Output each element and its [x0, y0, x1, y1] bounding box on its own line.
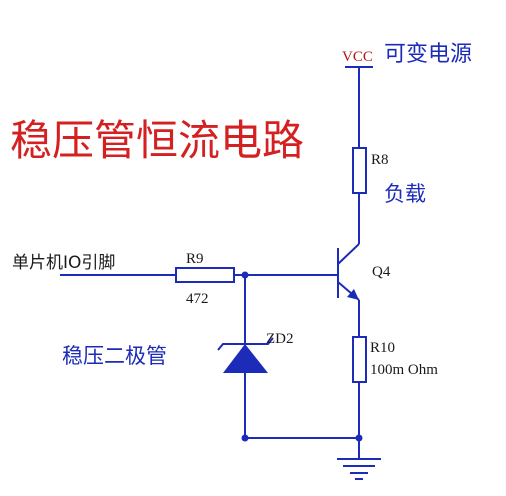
vcc-symbol: [345, 66, 373, 148]
r8-desc: 负载: [384, 182, 426, 206]
zd2-zener-diode: [217, 337, 274, 373]
junction-bottom-right: [355, 434, 363, 442]
r10-ref: R10: [370, 340, 395, 356]
r8-ref: R8: [371, 152, 389, 168]
zd2-desc: 稳压二极管: [62, 344, 167, 368]
r10-value: 100m Ohm: [370, 362, 438, 378]
r9-ref: R9: [186, 251, 204, 267]
q4-transistor: [337, 243, 360, 301]
r10-resistor: [352, 336, 367, 383]
r9-value: 472: [186, 291, 209, 307]
zd2-ref: ZD2: [266, 331, 294, 347]
vcc-desc: 可变电源: [384, 42, 472, 67]
junction-base: [241, 271, 249, 279]
r9-resistor: [175, 267, 235, 283]
vcc-label: VCC: [342, 49, 373, 65]
r8-resistor: [352, 147, 367, 194]
junction-bottom-left: [241, 434, 249, 442]
q4-ref: Q4: [372, 264, 391, 280]
input-label: 单片机IO引脚: [12, 253, 115, 273]
diagram-title: 稳压管恒流电路: [10, 116, 304, 165]
ground-symbol: [337, 438, 381, 480]
